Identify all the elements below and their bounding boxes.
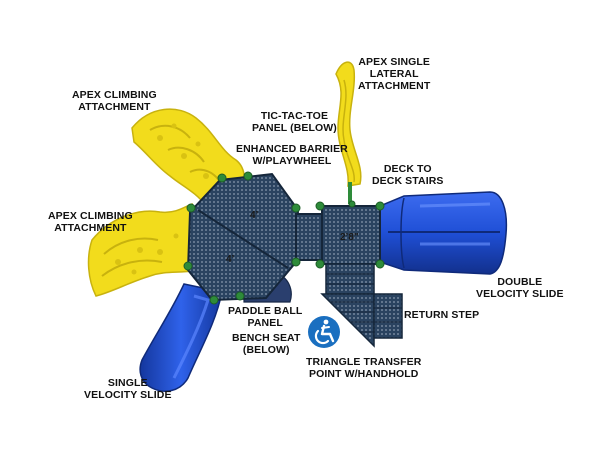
label-triangle-transfer: TRIANGLE TRANSFER POINT W/HANDHOLD xyxy=(306,356,422,380)
apex-climbing-attachment-top xyxy=(131,108,245,207)
label-double-velocity: DOUBLE VELOCITY SLIDE xyxy=(476,276,564,300)
apex-single-lateral-attachment xyxy=(335,61,362,204)
accessibility-icon xyxy=(308,316,340,348)
label-return-step: RETURN STEP xyxy=(404,309,480,321)
label-enhanced-barrier: ENHANCED BARRIER W/PLAYWHEEL xyxy=(236,143,348,167)
apex-climbing-attachment-left xyxy=(87,202,197,297)
label-bench-seat: BENCH SEAT (BELOW) xyxy=(232,332,301,356)
main-octagon-deck xyxy=(186,172,300,302)
label-apex-climbing-left: APEX CLIMBING ATTACHMENT xyxy=(48,210,133,234)
deck-to-deck-stairs xyxy=(325,263,375,295)
single-velocity-slide xyxy=(139,283,223,392)
label-apex-single-lateral: APEX SINGLE LATERAL ATTACHMENT xyxy=(358,56,431,92)
label-single-velocity: SINGLE VELOCITY SLIDE xyxy=(84,377,172,401)
dimension-deck-bottom: 4’ xyxy=(226,254,235,265)
double-velocity-slide xyxy=(379,191,508,275)
label-apex-climbing-top: APEX CLIMBING ATTACHMENT xyxy=(72,89,157,113)
dimension-deck-top: 4’ xyxy=(250,210,259,221)
connector-deck xyxy=(295,213,323,261)
label-deck-to-deck: DECK TO DECK STAIRS xyxy=(372,163,444,187)
support-posts xyxy=(183,171,385,305)
dimension-deck-right: 2’8" xyxy=(340,232,359,243)
return-step xyxy=(373,293,403,339)
label-paddle-ball: PADDLE BALL PANEL xyxy=(228,305,303,329)
label-tic-tac-toe: TIC-TAC-TOE PANEL (BELOW) xyxy=(252,110,337,134)
